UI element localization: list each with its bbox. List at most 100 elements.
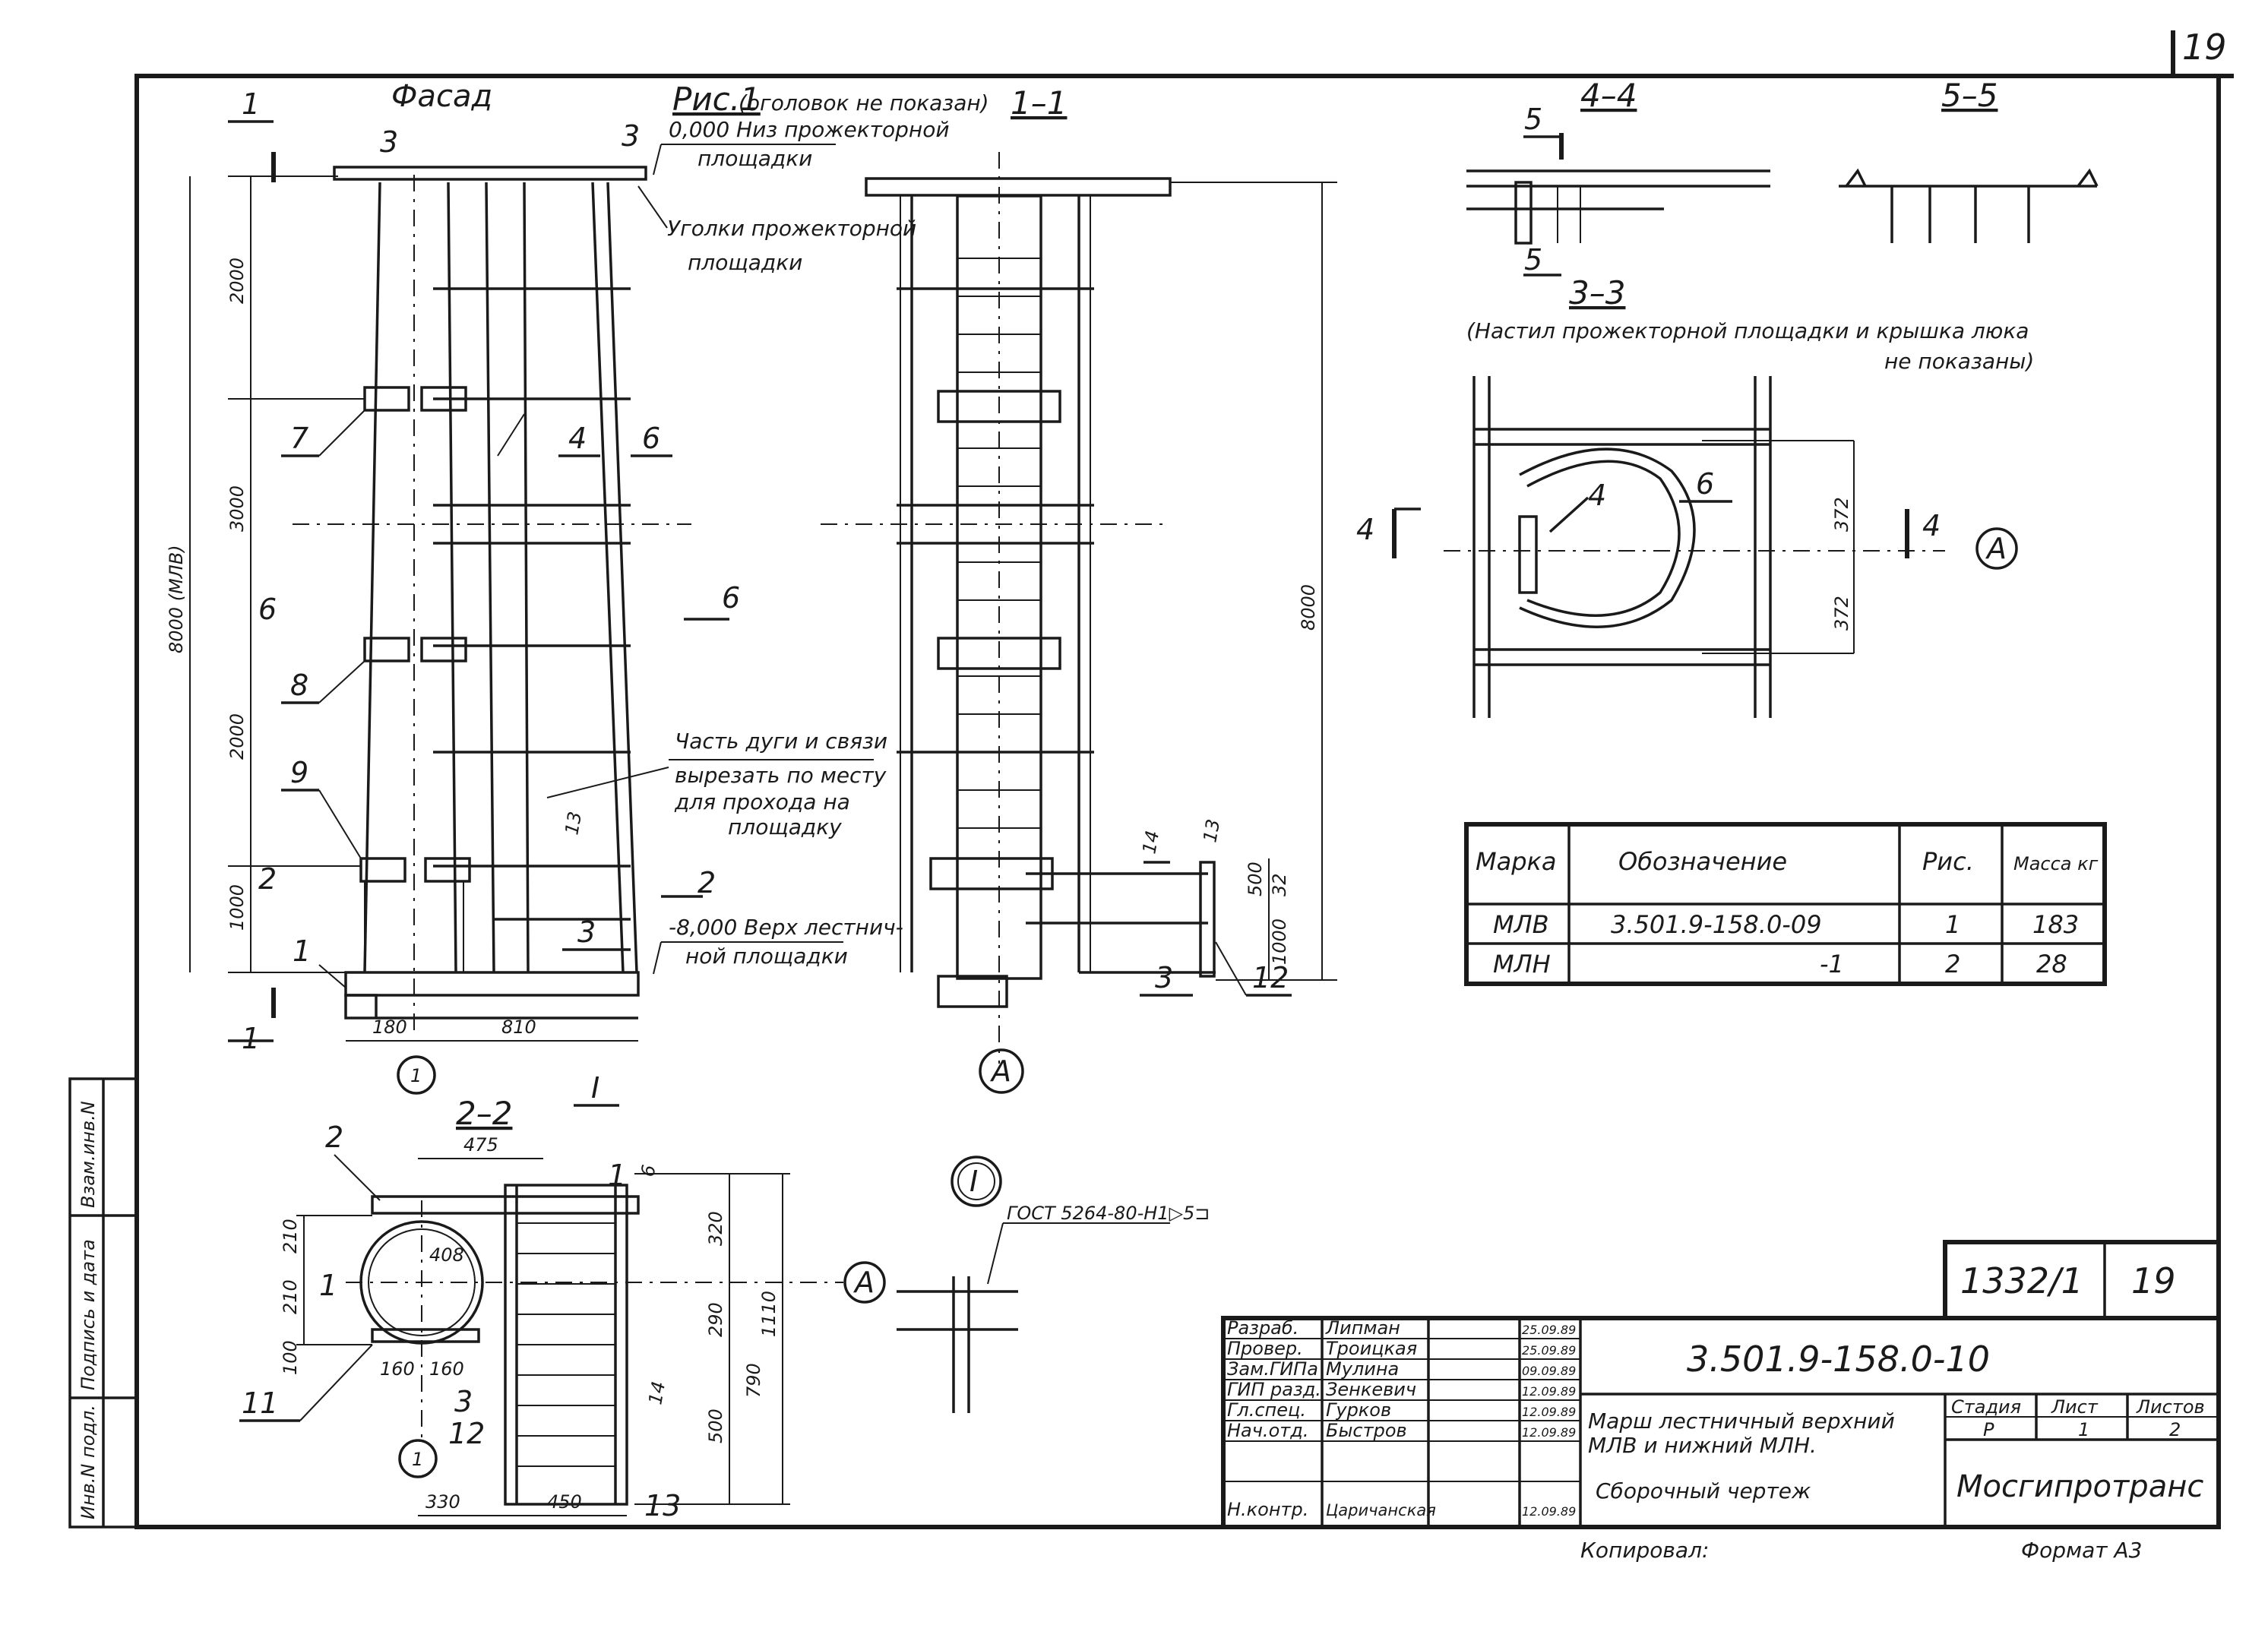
sec-3-3-note-2: не показаны) bbox=[1884, 349, 2034, 374]
dim-3000: 3000 bbox=[226, 485, 248, 532]
sec-5-5-title: 5–5 bbox=[1941, 77, 1998, 114]
pos-3-facade: 3 bbox=[577, 915, 596, 949]
spec-row-2-mass: 28 bbox=[2036, 950, 2067, 978]
spec-row-2-designation: -1 bbox=[1820, 950, 1844, 978]
spec-col-mark: Марка bbox=[1476, 847, 1556, 876]
role-5: Нач.отд. bbox=[1227, 1420, 1308, 1441]
stage-value: Р bbox=[1983, 1419, 1994, 1440]
dim-450: 450 bbox=[547, 1491, 582, 1513]
dim-372-top: 372 bbox=[1831, 497, 1852, 532]
spec-col-mass: Масса кг bbox=[2013, 853, 2099, 874]
date-2: 09.09.89 bbox=[1522, 1364, 1576, 1378]
side-label-sign: Подпись и дата bbox=[77, 1239, 99, 1390]
note-bottom-level-1: -8,000 Верх лестнич- bbox=[669, 915, 903, 940]
date-3: 12.09.89 bbox=[1522, 1384, 1576, 1399]
role-0: Разраб. bbox=[1227, 1317, 1298, 1339]
dim-790: 790 bbox=[743, 1363, 764, 1398]
spec-row-1-fig: 1 bbox=[1945, 910, 1960, 939]
dim-1000-right: 1000 bbox=[1269, 918, 1290, 965]
pos-3-sec22: 3 bbox=[454, 1385, 473, 1418]
sheet-value: 1 bbox=[2078, 1419, 2089, 1440]
sec-3-mark-right: 3 bbox=[622, 119, 640, 153]
pos-4: 4 bbox=[568, 422, 587, 455]
spec-row-2-mark: МЛН bbox=[1493, 950, 1551, 978]
dim-1110: 1110 bbox=[758, 1291, 780, 1337]
dim-475: 475 bbox=[463, 1134, 498, 1156]
dim-160-left: 160 bbox=[380, 1358, 415, 1380]
sec4-mark-right: 4 bbox=[1922, 509, 1941, 542]
sec-4-4-title: 4–4 bbox=[1580, 77, 1637, 114]
stage-label: Стадия bbox=[1951, 1396, 2021, 1418]
detail-weld-note: ГОСТ 5264-80-Н1▷5⊐ bbox=[1007, 1203, 1210, 1224]
sec22-axis-1: 1 bbox=[412, 1449, 423, 1470]
date-4: 12.09.89 bbox=[1522, 1405, 1576, 1419]
dim-500-right: 500 bbox=[1245, 862, 1266, 896]
sec11-axis-A: A bbox=[989, 1054, 1011, 1088]
pos-14-sec11: 14 bbox=[1138, 829, 1163, 855]
pos-8: 8 bbox=[290, 669, 308, 702]
note-cut-1: Часть дуги и связи bbox=[675, 729, 887, 754]
pos-11: 11 bbox=[242, 1386, 278, 1420]
dim-408: 408 bbox=[429, 1244, 464, 1266]
date-0: 25.09.89 bbox=[1522, 1323, 1576, 1337]
section-4-4: 4–4 5 5 bbox=[1466, 77, 1770, 277]
role-3: ГИП разд. bbox=[1227, 1379, 1321, 1400]
pos-6-sec22: 6 bbox=[637, 1163, 660, 1178]
pos-13-sec22: 13 bbox=[644, 1489, 681, 1522]
dim-290: 290 bbox=[705, 1302, 726, 1337]
sec-6-mark-left: 6 bbox=[258, 593, 277, 626]
pos-1: 1 bbox=[293, 934, 311, 968]
title-line-3: Сборочный чертеж bbox=[1596, 1478, 1811, 1503]
note-top-level-1: 0,000 Низ прожекторной bbox=[669, 117, 950, 142]
sec-2-2-title: 2–2 bbox=[456, 1095, 512, 1132]
role-1: Провер. bbox=[1227, 1338, 1303, 1359]
pos-6: 6 bbox=[642, 422, 660, 455]
date-6: 12.09.89 bbox=[1522, 1504, 1576, 1519]
section-1-1: 1–1 bbox=[821, 84, 1337, 1094]
facade-axis-1: 1 bbox=[410, 1065, 422, 1086]
title-block: 1332/1 19 Разраб. Липман 25.09.89 Провер… bbox=[1221, 1240, 2221, 1529]
fig1-note: (оголовок не показан) bbox=[739, 90, 989, 115]
side-label-inv: Инв.N подл. bbox=[77, 1405, 99, 1519]
fig1-label: Рис.1 bbox=[672, 81, 761, 118]
note-bottom-level-2: ной площадки bbox=[685, 944, 848, 969]
spec-row-1-designation: 3.501.9-158.0-09 bbox=[1611, 910, 1822, 939]
sec-6-mark-right: 6 bbox=[722, 581, 740, 615]
note-cut-3: для прохода на bbox=[674, 789, 850, 814]
pos-3-sec11: 3 bbox=[1155, 961, 1173, 994]
title-line-2: МЛВ и нижний МЛН. bbox=[1588, 1433, 1817, 1458]
note-cut-4: площадку bbox=[728, 814, 842, 839]
detail-I-title: I bbox=[970, 1165, 978, 1198]
sec-2-mark-right: 2 bbox=[697, 866, 716, 899]
spec-row-1-mass: 183 bbox=[2032, 910, 2079, 939]
name-6: Царичанская bbox=[1326, 1501, 1436, 1519]
dim-500-22: 500 bbox=[705, 1408, 726, 1443]
note-angles-1: Уголки прожекторной bbox=[667, 216, 916, 241]
ladder-rungs-2-2 bbox=[517, 1222, 615, 1467]
side-label-replace: Взам.инв.N bbox=[77, 1101, 99, 1208]
dim-2000-mid: 2000 bbox=[226, 713, 248, 760]
name-3: Зенкевич bbox=[1326, 1379, 1416, 1400]
sec-3-mark-left: 3 bbox=[380, 125, 398, 159]
title-line-1: Марш лестничный верхний bbox=[1588, 1408, 1895, 1434]
inventory-number: 1332/1 bbox=[1960, 1260, 2083, 1301]
section-3-3: 3–3 (Настил прожекторной площадки и крыш… bbox=[1356, 274, 2034, 718]
sec4-mark-left: 4 bbox=[1356, 513, 1374, 546]
sheets-label: Листов bbox=[2136, 1396, 2205, 1418]
dim-100: 100 bbox=[280, 1340, 301, 1375]
role-4: Гл.спец. bbox=[1227, 1399, 1306, 1421]
sec-3-3-title: 3–3 bbox=[1569, 274, 1625, 311]
role-6: Н.контр. bbox=[1227, 1499, 1308, 1520]
spec-table: Марка Обозначение Рис. Масса кг МЛВ 3.50… bbox=[1464, 822, 2107, 986]
pos-4-sec33: 4 bbox=[1588, 479, 1606, 512]
detail-I-ref: I bbox=[591, 1071, 599, 1105]
pos-13-sec11: 13 bbox=[1199, 817, 1224, 844]
sec-2-mark-left: 2 bbox=[258, 862, 277, 896]
date-1: 25.09.89 bbox=[1522, 1343, 1576, 1358]
date-5: 12.09.89 bbox=[1522, 1425, 1576, 1440]
sec5-mark-bottom: 5 bbox=[1524, 243, 1542, 277]
facade-view: Фасад Рис.1 (оголовок не показан) bbox=[166, 79, 989, 1095]
sec-1-mark-bottom: 1 bbox=[242, 1022, 260, 1055]
spec-row-1-mark: МЛВ bbox=[1493, 910, 1549, 939]
